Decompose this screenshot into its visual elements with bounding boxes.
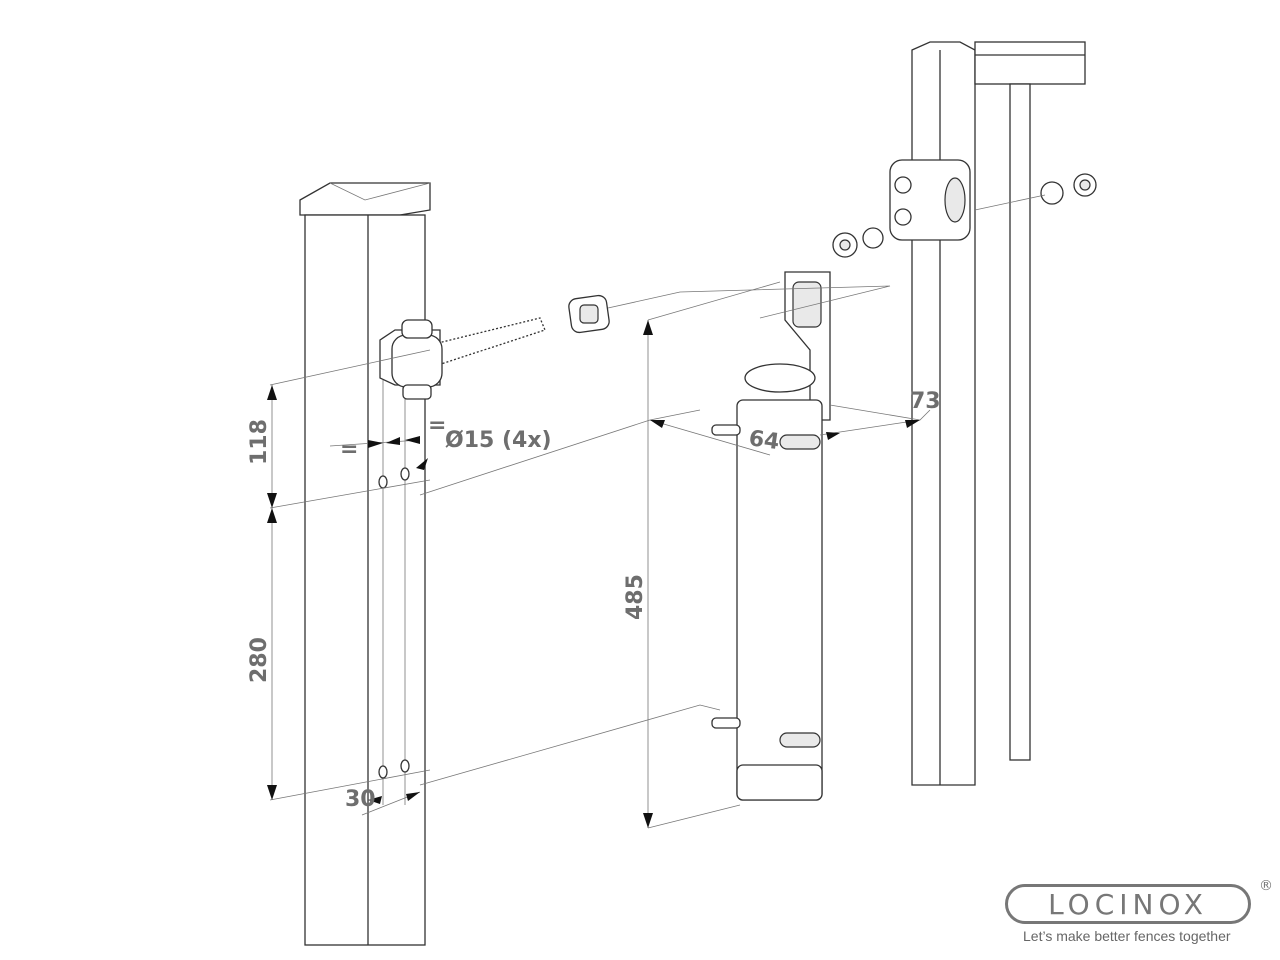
dimension-lines — [267, 194, 1046, 829]
dim-73: 73 — [910, 389, 941, 414]
dim-30: 30 — [345, 787, 376, 812]
dim-280: 280 — [247, 637, 272, 683]
dim-equal-left: = — [340, 437, 358, 462]
dim-118: 118 — [247, 419, 272, 465]
brand-logo: LOCINOX ® Let’s make better fences toget… — [1005, 878, 1275, 944]
logo-wordmark: LOCINOX — [1005, 884, 1251, 924]
hinge-bolt — [379, 294, 610, 400]
dim-64: 64 — [747, 426, 781, 455]
hole — [400, 467, 410, 481]
dim-hole-diameter: Ø15 (4x) — [445, 428, 552, 453]
hole — [378, 765, 388, 779]
hole — [400, 759, 410, 773]
left-post — [299, 182, 431, 946]
dim-equal-right: = — [428, 413, 446, 438]
registered-mark: ® — [1259, 878, 1273, 894]
hole — [378, 475, 388, 489]
brand-tagline: Let’s make better fences together — [1023, 928, 1231, 944]
dim-485: 485 — [623, 574, 648, 620]
gate-post — [832, 41, 1097, 786]
gate-closer — [711, 271, 831, 801]
